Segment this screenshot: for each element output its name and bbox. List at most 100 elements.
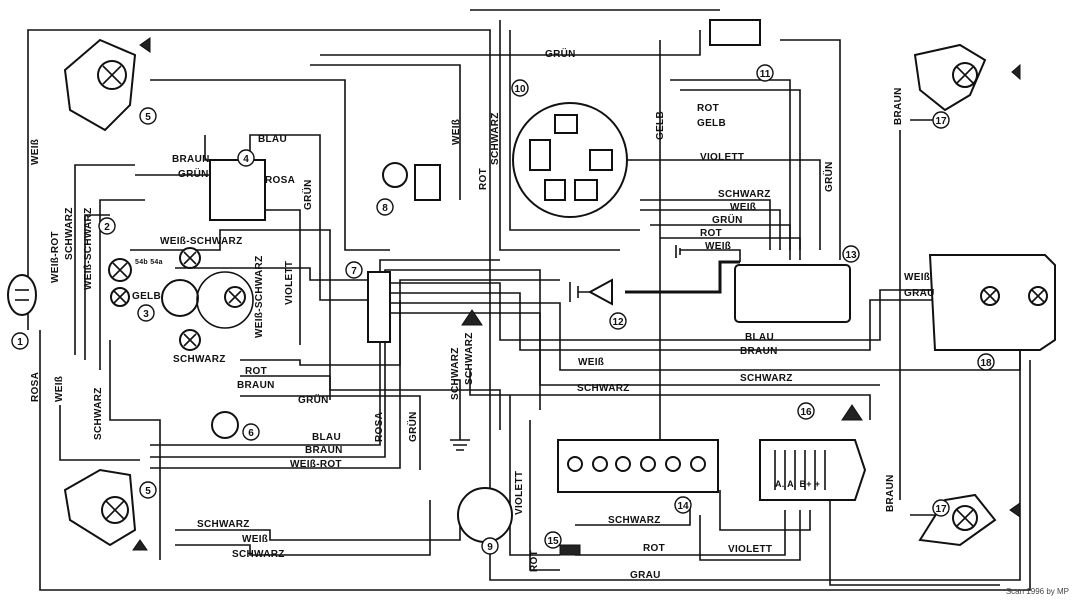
wire-label: GRÜN (406, 411, 419, 442)
component-callouts: 1 2 3 4 5 5 6 7 8 9 10 11 12 13 14 15 16… (11, 64, 995, 555)
callout: 16 (797, 402, 815, 420)
wire-label: BRAUN (172, 154, 210, 165)
callout: 4 (237, 149, 255, 167)
horn (7, 274, 37, 316)
wire-label: WEIß-SCHWARZ (254, 256, 265, 338)
turn-signal-rear-left (63, 468, 137, 547)
wire-label: SCHWARZ (740, 373, 793, 384)
svg-text:16: 16 (800, 407, 812, 418)
wire-label: SCHWARZ (718, 189, 771, 200)
svg-text:1: 1 (17, 337, 23, 348)
callout: 17 (932, 111, 950, 129)
headlamp-bulbs (108, 247, 254, 351)
turn-signal-rear-right (918, 493, 997, 547)
svg-text:6: 6 (248, 428, 254, 439)
svg-text:4: 4 (243, 154, 249, 165)
callout: 1 (11, 332, 29, 350)
wire-label: GRÜN (712, 213, 743, 226)
svg-text:2: 2 (104, 222, 110, 233)
callout: 6 (242, 423, 260, 441)
wire-label: ROT (700, 228, 722, 239)
svg-text:14: 14 (677, 501, 689, 512)
cdi-unit (734, 264, 851, 323)
tail-light (928, 254, 1056, 351)
wire-label: WEIß (904, 272, 930, 283)
wire-label: GELB (697, 118, 726, 129)
svg-text:11: 11 (760, 69, 771, 80)
svg-text:18: 18 (980, 358, 992, 369)
starter-relay (457, 487, 513, 543)
svg-text:5: 5 (145, 112, 151, 123)
callout: 15 (544, 531, 562, 549)
wire-label: SCHWARZ (464, 332, 475, 385)
wire-label: SCHWARZ (197, 519, 250, 530)
wire-label: SCHWARZ (64, 207, 75, 260)
wire-label: SCHWARZ (577, 383, 630, 394)
svg-text:15: 15 (547, 536, 559, 547)
fuse (559, 544, 581, 556)
wire-label: WEIß (578, 357, 604, 368)
wire-label: GRÜN (178, 167, 209, 180)
wire-label: ROT (529, 550, 540, 572)
wire-label: BLAU (258, 134, 287, 145)
svg-text:10: 10 (514, 84, 526, 95)
callout: 8 (376, 198, 394, 216)
callout: 11 (756, 64, 774, 82)
wire-label: WEIß (705, 241, 731, 252)
wire-label: BRAUN (237, 380, 275, 391)
turn-signal-front-left (63, 38, 137, 132)
wire-label: SCHWARZ (232, 549, 285, 560)
callout: 12 (609, 312, 627, 330)
terminal-labels: A. A. B+ + (775, 479, 820, 489)
svg-text:8: 8 (382, 203, 388, 214)
wire-label: ROSA (265, 175, 295, 186)
wire-label: GELB (655, 111, 666, 140)
wire-label: SCHWARZ (490, 112, 501, 165)
ignition-coil (382, 162, 441, 201)
wire-label: SCHWARZ (608, 515, 661, 526)
wire-label: GRÜN (822, 161, 835, 192)
wire-color-labels: WEIß BLAU BRAUN GRÜN ROSA GRÜN WEIß-SCHW… (30, 47, 935, 581)
svg-text:12: 12 (612, 317, 624, 328)
wire-label: GRAU (904, 288, 935, 299)
wire-label: WEIß (54, 376, 65, 402)
stator (512, 102, 628, 218)
callout: 9 (481, 537, 499, 555)
callout: 5 (139, 107, 157, 125)
callout: 3 (137, 304, 155, 322)
spark-plug (569, 278, 613, 306)
turn-signal-front-right (913, 43, 987, 112)
wire-label: SCHWARZ (450, 347, 461, 400)
handlebar-switch (209, 159, 266, 221)
wire-label: SCHWARZ (173, 354, 226, 365)
wire-label: GRÜN (301, 179, 314, 210)
wire-label: ROSA (30, 372, 41, 402)
battery (557, 439, 719, 493)
brake-switch (211, 411, 239, 439)
callout: 14 (674, 496, 692, 514)
wire-label: 54b 54a (135, 259, 163, 266)
connector-block (367, 271, 391, 343)
wire-label: WEIß-ROT (290, 459, 342, 470)
wire-label: WEIß (242, 534, 268, 545)
wire-label: WEIß (730, 202, 756, 213)
callout: 10 (511, 79, 529, 97)
callout: 7 (345, 261, 363, 279)
svg-text:13: 13 (845, 250, 857, 261)
wire-label: ROSA (374, 412, 385, 442)
callout: 18 (977, 353, 995, 371)
callout: 2 (98, 217, 116, 235)
wire-label: BRAUN (885, 474, 896, 512)
wire-label: ROT (245, 366, 267, 377)
wire-label: ROT (697, 103, 719, 114)
callout: 13 (842, 245, 860, 263)
svg-text:17: 17 (935, 116, 947, 127)
ground-symbols (132, 37, 1021, 551)
wire-label: VIOLETT (700, 152, 744, 163)
callout: 17 (932, 499, 950, 517)
wire-label: SCHWARZ (93, 387, 104, 440)
svg-text:17: 17 (935, 504, 947, 515)
callout: 5 (139, 481, 157, 499)
ignition-switch (709, 19, 761, 46)
